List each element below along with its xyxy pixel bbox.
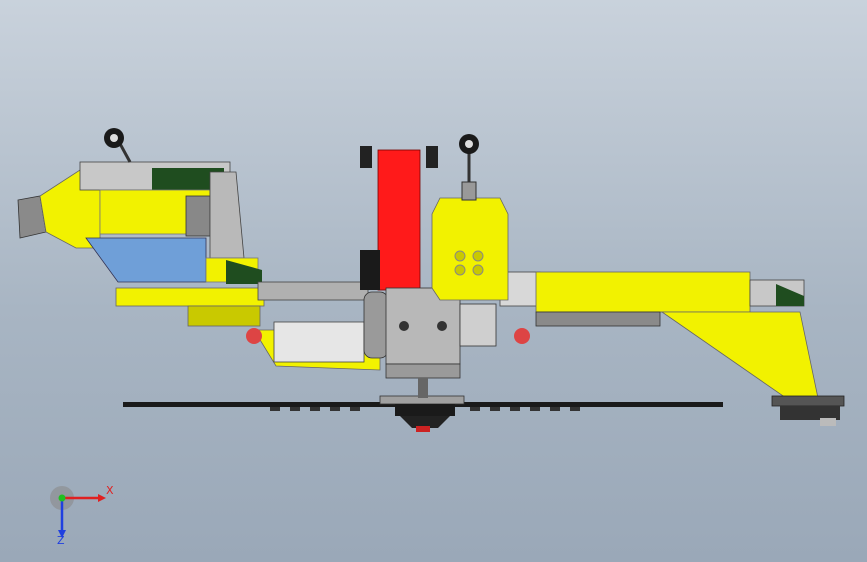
- orientation-triad: X Z: [40, 480, 120, 550]
- central-beam: [257, 271, 541, 307]
- x-axis-label: X: [106, 484, 114, 497]
- right-wing: [535, 271, 845, 426]
- red-tower: [360, 146, 438, 291]
- gray-cylinder: [363, 287, 497, 398]
- base-studs: [270, 407, 580, 411]
- lower-hull: [115, 287, 530, 371]
- turntable: [379, 395, 465, 432]
- cockpit-nose: [17, 128, 262, 284]
- z-axis-label: Z: [57, 534, 65, 547]
- engine-pod: [431, 134, 509, 301]
- triad-graphic: [50, 486, 106, 538]
